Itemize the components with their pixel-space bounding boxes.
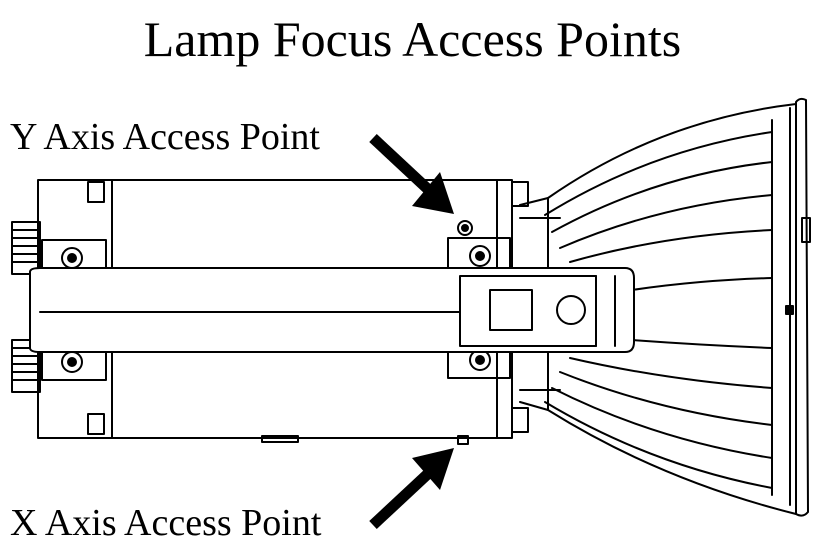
reflector-housing [519, 97, 811, 517]
screw-center [67, 253, 77, 263]
gland-body [11, 339, 41, 393]
y-axis-access-point-center [461, 224, 469, 232]
screw-icon [469, 245, 491, 267]
fin [551, 161, 773, 233]
front-mount-plates [447, 220, 511, 379]
x-axis-access-point-label: X Axis Access Point [10, 502, 322, 544]
fin [544, 131, 773, 216]
fin [631, 277, 773, 291]
corner-tab [511, 181, 529, 207]
screw-center [475, 251, 485, 261]
screw-center [67, 357, 77, 367]
control-knob [556, 295, 586, 325]
gland-body [11, 221, 41, 275]
x-axis-arrow [369, 448, 454, 530]
bezel-notch [785, 305, 794, 315]
diagram-title: Lamp Focus Access Points [143, 11, 682, 67]
cone-top-edge [547, 103, 797, 199]
bezel-tab [801, 217, 811, 243]
bottom-groove [261, 435, 299, 443]
upper-cable-gland [11, 221, 41, 275]
fin [569, 229, 773, 263]
corner-tab [87, 413, 105, 435]
corner-tab [87, 181, 105, 203]
fin [559, 194, 773, 249]
y-axis-access-point-label: Y Axis Access Point [10, 116, 320, 158]
cable-glands [11, 221, 41, 393]
screw-center [475, 355, 485, 365]
lower-cable-gland [11, 339, 41, 393]
x-axis-access-point [457, 435, 469, 445]
yoke-bar [29, 267, 635, 353]
fin [631, 339, 773, 349]
corner-tab [511, 407, 529, 433]
fin [551, 387, 773, 459]
control-button-square [489, 289, 533, 331]
lower-body [37, 349, 513, 439]
fin [544, 401, 773, 489]
fin [559, 371, 773, 426]
y-axis-arrow [369, 133, 454, 214]
front-bezel [795, 97, 809, 517]
y-axis-access-point [457, 220, 473, 236]
cone-bottom-edge [547, 409, 797, 515]
fin [569, 357, 773, 389]
